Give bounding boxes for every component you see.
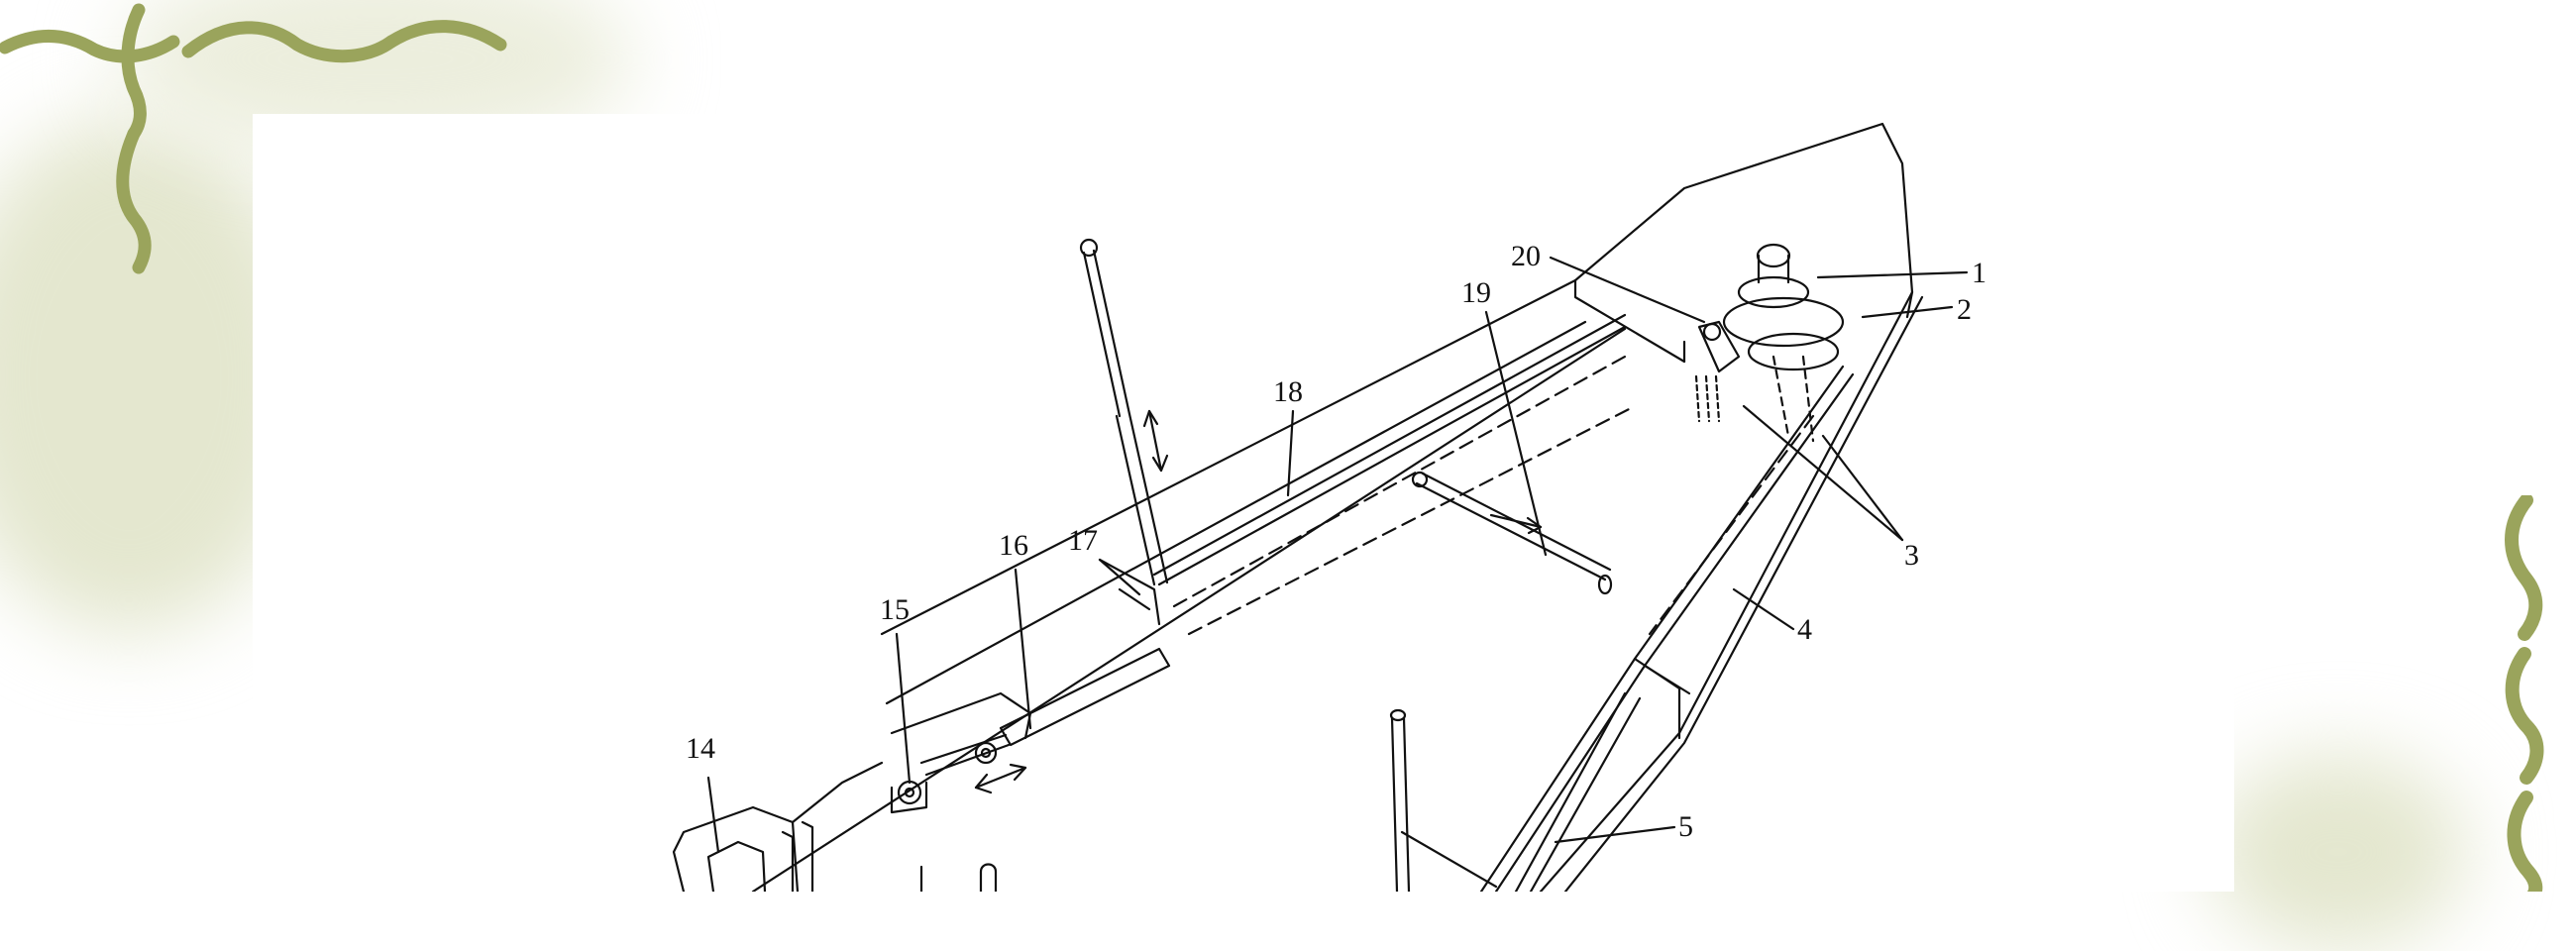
cylinder-16-body bbox=[999, 647, 1171, 747]
pivot-2-dashed bbox=[1771, 355, 1790, 438]
strut-19-arrow bbox=[1489, 513, 1543, 529]
boom-left-inner-box-dashed bbox=[1172, 355, 1627, 608]
leader-15 bbox=[895, 632, 912, 785]
right-arm-lower-b bbox=[1529, 696, 1642, 892]
boom-tip-plate-front bbox=[1573, 278, 1686, 364]
strut-17-lower bbox=[1115, 414, 1156, 586]
label-20: 20 bbox=[1511, 240, 1541, 272]
pivot-2-base bbox=[1722, 296, 1845, 348]
bracket-20-pin bbox=[1702, 322, 1722, 342]
boom-head-plate-2 bbox=[801, 820, 814, 892]
leader-19 bbox=[1484, 310, 1548, 557]
label-17: 17 bbox=[1068, 524, 1098, 557]
leader-16 bbox=[1014, 568, 1032, 730]
content-panel bbox=[253, 114, 2234, 892]
cylinder-16-housing bbox=[890, 691, 1032, 740]
label-1: 1 bbox=[1972, 257, 1986, 289]
lower-rod-link bbox=[1400, 830, 1498, 889]
pin-15-inner bbox=[904, 787, 915, 798]
cylinder-16-rod-2 bbox=[924, 743, 1011, 777]
boom-left-upper-edge bbox=[880, 278, 1577, 636]
leader-4 bbox=[1732, 587, 1795, 631]
lower-rod-cap bbox=[1389, 708, 1407, 722]
strut-17-top-eye bbox=[1079, 238, 1099, 258]
boom-head-plate bbox=[781, 830, 795, 892]
label-19: 19 bbox=[1461, 276, 1491, 309]
label-3: 3 bbox=[1904, 539, 1919, 572]
label-4: 4 bbox=[1797, 613, 1812, 646]
pivot-2-lower bbox=[1747, 332, 1840, 371]
lower-rod-2 bbox=[1402, 716, 1411, 892]
leader-3a bbox=[1742, 404, 1904, 542]
strut-17-upper-2 bbox=[1092, 249, 1131, 416]
right-arm-dashed bbox=[1648, 414, 1815, 636]
boom-head-link bbox=[791, 761, 884, 824]
pivot-2-dashed-2 bbox=[1801, 355, 1815, 443]
right-arm-lower-a bbox=[1514, 691, 1627, 892]
leader-20 bbox=[1549, 256, 1706, 324]
strut-19-left-eye bbox=[1411, 471, 1429, 488]
label-2: 2 bbox=[1957, 293, 1972, 326]
leader-14 bbox=[706, 776, 720, 854]
boom-head-inner bbox=[706, 840, 767, 892]
strut-17-lower-2 bbox=[1127, 412, 1169, 584]
boom-left-inner-box-dashed-2 bbox=[1187, 404, 1637, 636]
cylinder-16-eye-inner bbox=[980, 747, 992, 759]
cylinder-16-eye bbox=[974, 741, 998, 765]
bracket-20-dashed-bolts bbox=[1694, 374, 1721, 423]
boom-assembly-diagram: 1 2 3 4 5 14 15 16 17 18 19 20 bbox=[672, 122, 1986, 892]
label-5: 5 bbox=[1678, 810, 1693, 843]
leader-1 bbox=[1816, 270, 1969, 279]
label-16: 16 bbox=[999, 529, 1028, 562]
boom-left-rail-b bbox=[1157, 325, 1627, 586]
leader-5 bbox=[1554, 825, 1676, 844]
boom-left-rail-a bbox=[1152, 313, 1627, 577]
label-18: 18 bbox=[1273, 375, 1303, 408]
lower-rod bbox=[1390, 716, 1399, 892]
right-arm-outer bbox=[1539, 290, 1914, 892]
boom-section-line-a bbox=[1098, 558, 1141, 596]
right-arm-outer-2 bbox=[1563, 295, 1924, 892]
pivot-1-cap bbox=[1756, 243, 1791, 268]
right-arm-joint-2 bbox=[1643, 664, 1691, 695]
leader-3b bbox=[1821, 434, 1904, 542]
leader-2 bbox=[1861, 305, 1954, 319]
boom-section-face bbox=[1098, 558, 1161, 626]
strut-17-arrow bbox=[1147, 409, 1163, 473]
label-15: 15 bbox=[880, 593, 910, 626]
motion-arrow-16 bbox=[974, 766, 1027, 790]
vine-ornament-right bbox=[2505, 495, 2544, 892]
bottom-hook bbox=[979, 863, 998, 892]
boom-section-line-b bbox=[1118, 587, 1151, 611]
strut-19-end bbox=[1597, 574, 1613, 595]
boom-tip-plate bbox=[1573, 122, 1914, 319]
cylinder-16-rod bbox=[919, 733, 1008, 765]
vine-ornament-top-left bbox=[0, 3, 507, 274]
boom-left-inner-edge bbox=[885, 320, 1587, 705]
pivot-1-ring bbox=[1737, 275, 1810, 309]
strut-19-body bbox=[1415, 481, 1607, 581]
leader-18 bbox=[1286, 409, 1295, 497]
boom-left-lower-edge bbox=[751, 327, 1627, 892]
label-14: 14 bbox=[686, 732, 715, 765]
pin-15 bbox=[897, 780, 922, 805]
pin-15-bracket bbox=[890, 781, 928, 814]
boom-head-outline bbox=[672, 805, 800, 892]
strut-17-upper bbox=[1082, 251, 1122, 418]
